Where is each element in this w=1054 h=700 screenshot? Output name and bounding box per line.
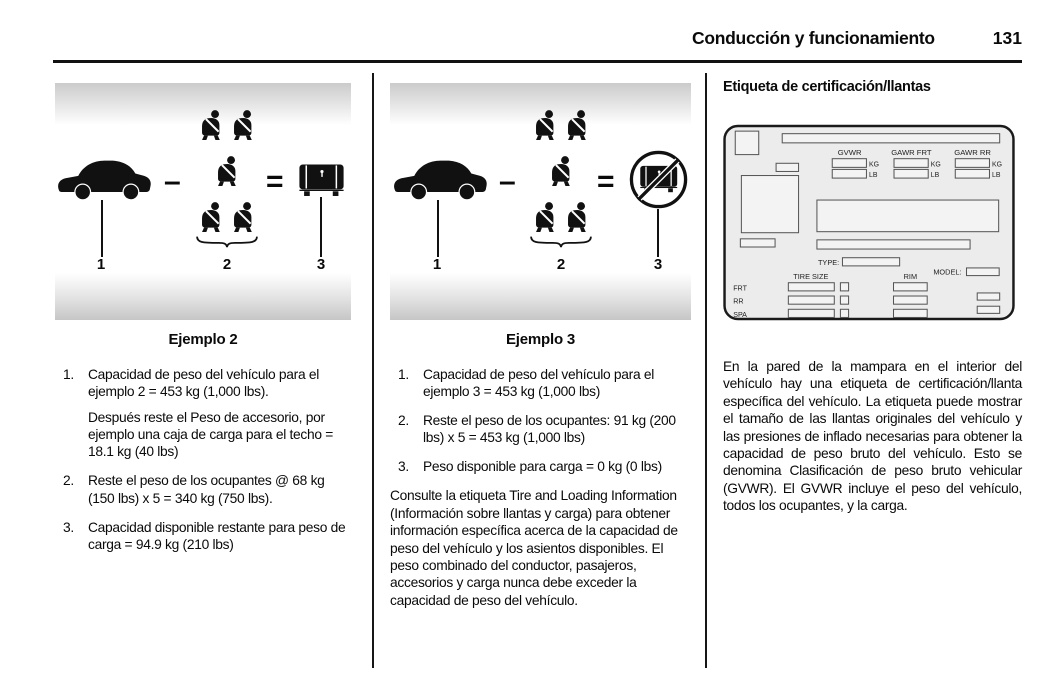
- certification-label-figure: GVWR KG LB GAWR FRT KG LB GAWR RR KG LB …: [723, 124, 1022, 321]
- lb-label: LB: [931, 172, 940, 179]
- item-number: 1.: [398, 367, 409, 382]
- equals-sign: =: [266, 165, 284, 198]
- figure-number-3: 3: [653, 256, 663, 273]
- list-item: 3. Peso disponible para carga = 0 kg (0 …: [398, 458, 691, 475]
- figure-caption: Ejemplo 3: [505, 331, 576, 348]
- brace: [196, 236, 258, 248]
- gvwr-label: GVWR: [838, 148, 862, 157]
- item-text: Reste el peso de los ocupantes: 91 kg (2…: [423, 413, 676, 446]
- kg-label: KG: [992, 161, 1002, 168]
- item-text: Reste el peso de los ocupantes @ 68 kg (…: [88, 473, 325, 506]
- minus-sign: –: [164, 165, 181, 198]
- kg-label: KG: [931, 161, 941, 168]
- gradient-band: [55, 273, 351, 320]
- certification-paragraph: En la pared de la mampara en el interior…: [723, 359, 1022, 513]
- minus-sign: –: [499, 165, 516, 198]
- example3-list: 1. Capacidad de peso del vehículo para e…: [390, 366, 691, 475]
- item-text: Capacidad disponible restante para peso …: [88, 519, 346, 552]
- seated-person-icon: [564, 202, 591, 232]
- page-number: 131: [992, 28, 1022, 48]
- certification-label-diagram: GVWR KG LB GAWR FRT KG LB GAWR RR KG LB …: [723, 124, 1015, 321]
- item-number: 3.: [63, 519, 74, 535]
- gradient-band: [390, 273, 691, 320]
- item-text: Capacidad de peso del vehículo para el e…: [423, 367, 654, 400]
- seated-person-icon: [230, 202, 257, 232]
- gradient-band: [390, 83, 691, 125]
- example3-figure: 1 – 2 =: [390, 83, 691, 320]
- pointer-line: [320, 197, 322, 257]
- seated-person-icon: [198, 110, 225, 140]
- item-text: Después reste el Peso de accesorio, por …: [88, 410, 334, 460]
- column-divider-left: [372, 73, 374, 668]
- tire-loading-paragraph: Consulte la etiqueta Tire and Loading In…: [390, 488, 678, 608]
- seated-person-icon: [198, 202, 225, 232]
- column-example-3: 1 – 2 =: [390, 83, 691, 609]
- seated-person-icon: [532, 202, 559, 232]
- page-header: Conducción y funcionamiento 131: [53, 28, 1022, 49]
- figure-number-1: 1: [432, 256, 442, 273]
- seated-person-icon: [230, 110, 257, 140]
- lb-label: LB: [869, 172, 878, 179]
- item-number: 3.: [398, 459, 409, 475]
- luggage-icon: [298, 163, 345, 197]
- gradient-band: [55, 83, 351, 125]
- figure-number-2: 2: [222, 256, 232, 273]
- pointer-line: [657, 209, 659, 257]
- list-item: 2. Reste el peso de los ocupantes: 91 kg…: [398, 412, 691, 446]
- item-number: 2.: [398, 413, 409, 429]
- list-item: 1. Capacidad de peso del vehículo para e…: [63, 366, 351, 460]
- column-certification: Etiqueta de certificación/llantas GVWR K…: [723, 79, 1022, 514]
- header-rule: [53, 60, 1022, 63]
- chapter-title: Conducción y funcionamiento: [692, 28, 935, 48]
- seated-person-icon: [214, 156, 241, 186]
- seated-person-icon: [548, 156, 575, 186]
- example2-figure: 1 – 2 = 3: [55, 83, 351, 320]
- column-divider-right: [705, 73, 707, 668]
- rim-label: RIM: [904, 272, 917, 281]
- seated-person-icon: [564, 110, 591, 140]
- row-rr-label: RR: [733, 298, 743, 306]
- example2-list: 1. Capacidad de peso del vehículo para e…: [55, 366, 351, 553]
- pointer-line: [101, 200, 103, 257]
- tire-size-label: TIRE SIZE: [793, 272, 828, 281]
- figure-caption: Ejemplo 2: [168, 331, 238, 348]
- row-frt-label: FRT: [733, 284, 747, 292]
- seated-person-icon: [532, 110, 559, 140]
- column-example-2: 1 – 2 = 3 Ejemplo 2 1. Capacidad de peso…: [55, 83, 351, 565]
- row-spa-label: SPA: [733, 311, 747, 319]
- section-heading: Etiqueta de certificación/llantas: [723, 79, 931, 95]
- kg-label: KG: [869, 161, 879, 168]
- type-label: TYPE:: [818, 258, 839, 267]
- item-text: Capacidad de peso del vehículo para el e…: [88, 367, 319, 400]
- item-number: 1.: [63, 367, 74, 382]
- model-label: MODEL:: [933, 268, 961, 277]
- equals-sign: =: [597, 165, 615, 198]
- item-text: Peso disponible para carga = 0 kg (0 lbs…: [423, 459, 662, 475]
- list-item: 3. Capacidad disponible restante para pe…: [63, 519, 351, 553]
- car-icon: [55, 154, 153, 201]
- list-item: 1. Capacidad de peso del vehículo para e…: [398, 366, 691, 400]
- pointer-line: [437, 200, 439, 257]
- item-number: 2.: [63, 473, 74, 489]
- figure-number-3: 3: [316, 256, 326, 273]
- car-icon: [391, 154, 489, 201]
- no-cargo-icon: [629, 150, 688, 209]
- figure-number-2: 2: [556, 256, 566, 273]
- list-item: 2. Reste el peso de los ocupantes @ 68 k…: [63, 472, 351, 506]
- lb-label: LB: [992, 172, 1001, 179]
- gawr-rr-label: GAWR RR: [954, 148, 991, 157]
- brace: [530, 236, 592, 248]
- figure-number-1: 1: [96, 256, 106, 273]
- gawr-frt-label: GAWR FRT: [891, 148, 932, 157]
